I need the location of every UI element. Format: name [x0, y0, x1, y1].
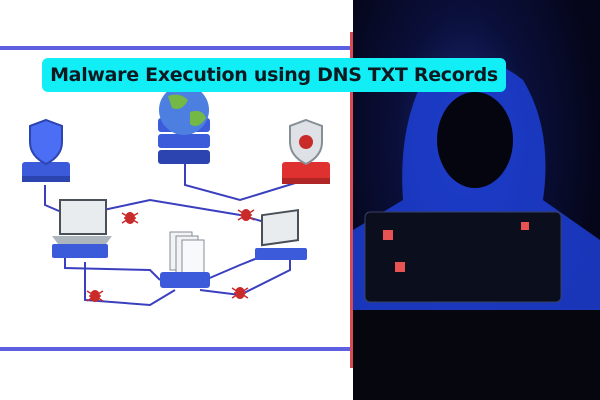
title-banner: Malware Execution using DNS TXT Records [42, 58, 506, 92]
connection-lines [44, 150, 306, 307]
panel-divider [350, 32, 353, 368]
bug-icon [121, 212, 139, 224]
hacker-silhouette [353, 60, 600, 400]
file-server-icon [160, 231, 210, 288]
top-accent-line [0, 46, 350, 50]
laptop-icon [255, 208, 307, 260]
network-diagram [22, 85, 330, 307]
malware-server-icon [282, 118, 330, 184]
bottom-accent-line [0, 347, 350, 351]
bug-icon [231, 287, 249, 299]
laptop-icon [52, 199, 112, 258]
globe-server-icon [158, 85, 210, 164]
bug-icons [86, 209, 255, 302]
bug-icon [86, 290, 104, 302]
shield-server-icon [22, 118, 70, 182]
bug-icon [237, 209, 255, 221]
